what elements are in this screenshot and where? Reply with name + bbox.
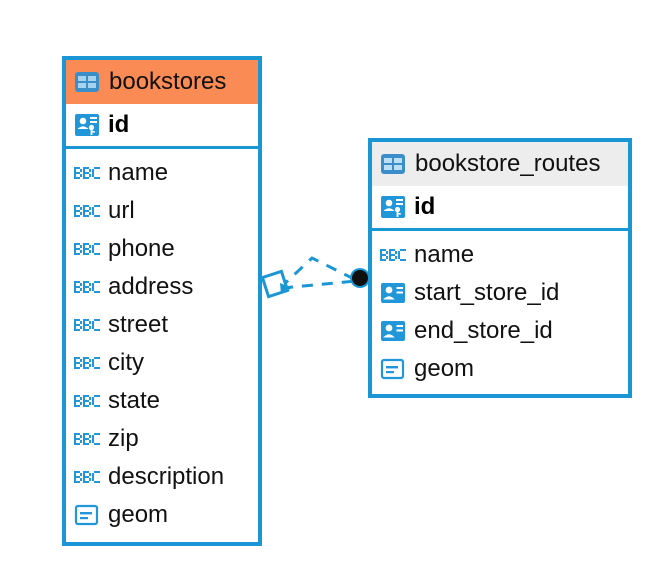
field-name: city — [108, 349, 144, 376]
field-name: url — [108, 197, 135, 224]
field-row-name[interactable]: name — [380, 236, 620, 274]
field-row-city[interactable]: city — [74, 344, 250, 382]
foreign-key-icon — [381, 283, 405, 303]
field-name: name — [414, 241, 475, 268]
table-bookstore-routes[interactable]: bookstore_routes id — [368, 138, 632, 398]
field-row-start-store-id[interactable]: start_store_id — [380, 274, 620, 312]
field-name: id — [414, 193, 436, 220]
field-row-description[interactable]: description — [74, 458, 250, 496]
primary-key-icon — [75, 114, 99, 136]
foreign-key-icon — [381, 321, 405, 341]
field-name: state — [108, 387, 161, 414]
field-row-address[interactable]: address — [74, 268, 250, 306]
field-name: geom — [414, 355, 475, 382]
text-abc-icon — [74, 319, 100, 331]
text-abc-icon — [74, 395, 100, 407]
relationship-line-upper — [278, 256, 357, 290]
table-header-bookstores[interactable]: bookstores — [66, 60, 258, 104]
table-icon — [381, 154, 405, 174]
field-list-bookstore-routes: name start_store_id — [372, 231, 628, 394]
field-row-url[interactable]: url — [74, 192, 250, 230]
text-abc-icon — [74, 357, 100, 369]
field-name: street — [108, 311, 169, 338]
text-abc-icon — [74, 243, 100, 255]
primary-key-icon — [381, 196, 405, 218]
field-name: name — [108, 159, 169, 186]
field-name: zip — [108, 425, 139, 452]
field-name: address — [108, 273, 194, 300]
field-list-bookstores: name url — [66, 149, 258, 540]
text-abc-icon — [380, 249, 406, 261]
field-name: description — [108, 463, 225, 490]
text-abc-icon — [74, 167, 100, 179]
geometry-icon — [380, 358, 405, 380]
field-row-name[interactable]: name — [74, 154, 250, 192]
field-name: id — [108, 111, 130, 138]
geometry-icon — [74, 504, 99, 526]
field-row-street[interactable]: street — [74, 306, 250, 344]
field-name: geom — [108, 501, 169, 528]
text-abc-icon — [74, 205, 100, 217]
table-icon — [75, 72, 99, 92]
table-header-bookstore-routes[interactable]: bookstore_routes — [372, 142, 628, 186]
table-title: bookstore_routes — [415, 150, 601, 177]
text-abc-icon — [74, 281, 100, 293]
diamond-marker-icon — [260, 269, 292, 299]
field-row-primary-key[interactable]: id — [66, 104, 258, 149]
field-row-end-store-id[interactable]: end_store_id — [380, 312, 620, 350]
text-abc-icon — [74, 433, 100, 445]
field-row-zip[interactable]: zip — [74, 420, 250, 458]
filled-circle-marker-icon — [350, 268, 370, 288]
field-name: start_store_id — [414, 279, 560, 306]
field-name: end_store_id — [414, 317, 553, 344]
table-bookstores[interactable]: bookstores id — [62, 56, 262, 546]
table-title: bookstores — [109, 68, 227, 95]
field-row-primary-key[interactable]: id — [372, 186, 628, 231]
field-row-geom[interactable]: geom — [380, 350, 620, 388]
field-row-phone[interactable]: phone — [74, 230, 250, 268]
relationship-line-lower — [281, 279, 357, 290]
field-name: phone — [108, 235, 175, 262]
field-row-geom[interactable]: geom — [74, 496, 250, 534]
text-abc-icon — [74, 471, 100, 483]
field-row-state[interactable]: state — [74, 382, 250, 420]
